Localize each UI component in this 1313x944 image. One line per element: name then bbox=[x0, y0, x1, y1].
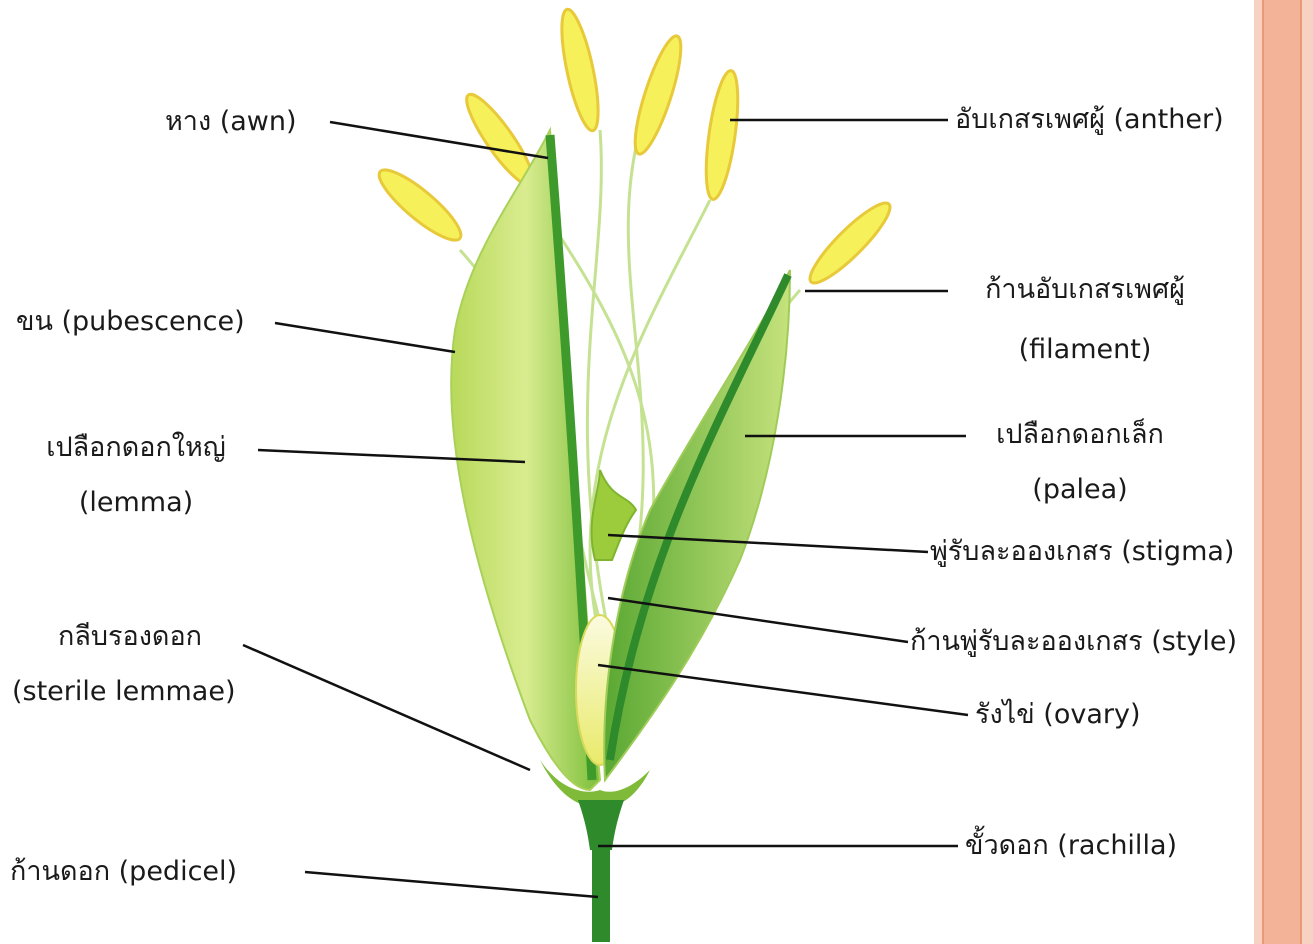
label-pedicel: ก้านดอก (pedicel) bbox=[10, 852, 237, 892]
anther-shape bbox=[371, 161, 469, 249]
label-style: ก้านพู่รับละอองเกสร (style) bbox=[910, 622, 1237, 662]
label-palea-th: เปลือกดอกเล็ก bbox=[955, 415, 1205, 455]
anther-shape bbox=[554, 7, 605, 134]
rachilla-shape bbox=[578, 800, 624, 850]
anther-shape bbox=[700, 69, 744, 201]
label-lemma-th: เปลือกดอกใหญ่ bbox=[16, 428, 256, 468]
anthers bbox=[371, 7, 898, 291]
label-awn: หาง (awn) bbox=[165, 102, 297, 142]
label-stigma: พู่รับละอองเกสร (stigma) bbox=[930, 532, 1234, 572]
label-anther: อับเกสรเพศผู้ (anther) bbox=[955, 100, 1224, 140]
palea-shape bbox=[604, 270, 790, 780]
label-filament-en: (filament) bbox=[950, 330, 1220, 370]
label-pubescence: ขน (pubescence) bbox=[16, 302, 245, 342]
label-sterile-lemmae-en: (sterile lemmae) bbox=[12, 672, 236, 712]
stigma-shape bbox=[592, 470, 636, 560]
leader-line-sterile-lemmae bbox=[243, 645, 530, 770]
label-sterile-lemmae-th: กลีบรองดอก bbox=[10, 617, 250, 657]
anther-shape bbox=[626, 32, 689, 158]
label-palea-en: (palea) bbox=[955, 470, 1205, 510]
leader-line-pedicel bbox=[305, 872, 598, 897]
label-rachilla: ขั้วดอก (rachilla) bbox=[965, 826, 1177, 866]
leader-line-pubescence bbox=[275, 323, 455, 352]
label-lemma-en: (lemma) bbox=[16, 483, 256, 523]
label-filament-th: ก้านอับเกสรเพศผู้ bbox=[950, 270, 1220, 310]
pedicel-shape bbox=[592, 848, 610, 942]
label-ovary: รังไข่ (ovary) bbox=[975, 695, 1141, 735]
anther-shape bbox=[802, 195, 898, 291]
